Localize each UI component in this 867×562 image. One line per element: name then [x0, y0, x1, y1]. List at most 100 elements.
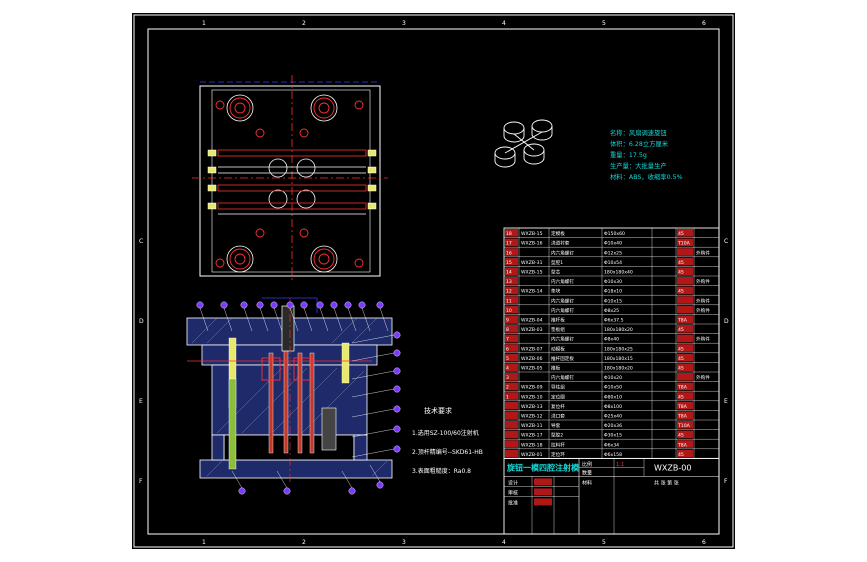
- scale-label: 比例: [582, 461, 592, 468]
- bom-cell: 4: [506, 366, 509, 372]
- zone-number: 2: [302, 539, 306, 546]
- product-info-line: 生产量：大批量生产: [610, 161, 667, 170]
- callout-balloon: [300, 301, 308, 309]
- bom-material-cell: [677, 315, 693, 323]
- bom-cell: Φ8x40: [604, 337, 619, 343]
- bom-cell: WXZB-31: [521, 260, 543, 266]
- zone-letter: D: [724, 318, 729, 325]
- bom-cell: 内六角螺钉: [551, 307, 574, 314]
- zone-letter: C: [724, 238, 728, 245]
- bom-row-index-cell: [505, 277, 518, 285]
- bom-cell: Φ20x36: [604, 423, 622, 429]
- bom-material-cell: [677, 430, 693, 439]
- zone-number: 1: [202, 20, 206, 27]
- bom-row-index-cell: [505, 325, 518, 333]
- bom-cell: 45: [678, 346, 684, 352]
- scale-value: 1:1: [616, 462, 624, 468]
- callout-balloon: [220, 301, 228, 309]
- bom-cell: Φ6x37.5: [604, 318, 624, 324]
- callout-balloon: [330, 301, 338, 309]
- bom-cell: T8A: [677, 442, 688, 448]
- bom-cell: Φ8x25: [604, 308, 619, 314]
- zone-letter: C: [139, 238, 143, 245]
- bom-row-index-cell: [505, 315, 518, 323]
- bom-cell: 导柱组: [551, 384, 565, 391]
- callout-balloon: [344, 301, 352, 309]
- bom-cell: 定位环: [551, 451, 565, 458]
- bom-material-cell: [677, 248, 693, 256]
- mold-top-view: [192, 75, 388, 283]
- sheet-count: 共 张 第 张: [654, 479, 679, 486]
- bom-cell: 动模板: [551, 345, 565, 352]
- product-isometric: [494, 119, 553, 168]
- bom-cell: 浇道衬套: [551, 240, 570, 247]
- bom-material-cell: [677, 440, 693, 448]
- callout-balloon: [256, 301, 264, 309]
- bom-material-cell: [677, 411, 693, 419]
- bom-cell: Φ10x15: [604, 298, 622, 304]
- bom-cell: 13: [506, 279, 512, 285]
- bom-cell: 拉料杆: [551, 441, 565, 448]
- outer-border: [133, 14, 734, 548]
- zone-number: 6: [702, 20, 706, 27]
- zone-number: 4: [502, 20, 506, 27]
- bom-cell: 45: [678, 270, 684, 276]
- bom-row-index-cell: [505, 305, 518, 314]
- bom-cell: WXZB-13: [521, 404, 543, 410]
- product-info-line: 名称：风扇调速旋钮: [610, 128, 667, 137]
- bom-row-index-cell: [505, 286, 518, 295]
- callout-balloon: [393, 349, 401, 357]
- tech-req-item: 3.表面粗糙度：Ra0.8: [412, 467, 471, 475]
- mold-section-view: [186, 297, 401, 495]
- bom-cell: WXZB-09: [521, 385, 543, 391]
- zone-number: 6: [702, 539, 706, 546]
- bom-row-index-cell: [505, 392, 518, 400]
- bom-cell: 内六角螺钉: [551, 374, 574, 381]
- zone-number: 1: [202, 539, 206, 546]
- zone-letter: F: [139, 478, 143, 485]
- bom-cell: 外购件: [696, 297, 710, 304]
- bom-cell: 45: [678, 394, 684, 400]
- bom-row-index-cell: [505, 248, 518, 256]
- bom-cell: 内六角螺钉: [551, 297, 574, 304]
- tech-req-item: 1.选用SZ-100/60注射机: [412, 429, 479, 437]
- bom-row-index-cell: [505, 421, 518, 429]
- bom-material-cell: [677, 238, 693, 247]
- callout-balloon: [196, 301, 204, 309]
- drawing-number: WXZB-00: [654, 463, 691, 472]
- bom-cell: 外购件: [696, 336, 710, 343]
- bom-cell: Φ8x100: [604, 404, 622, 410]
- bom-cell: 推杆固定板: [551, 355, 574, 362]
- bom-row-index-cell: [505, 401, 518, 410]
- signoff-cell: [534, 488, 552, 496]
- bom-cell: 内六角螺钉: [551, 336, 574, 343]
- qty-label: 数量: [582, 469, 592, 476]
- bom-cell: WXZB-16: [521, 241, 543, 247]
- zone-number: 5: [602, 20, 606, 27]
- tech-req-item: 2.顶杆精编号--SKD61-HB: [412, 448, 483, 456]
- bom-cell: 10: [506, 308, 512, 314]
- bom-cell: WXZB-15: [521, 270, 543, 276]
- bom-material-cell: [677, 449, 693, 458]
- bom-cell: 180x180x20: [604, 327, 633, 333]
- bom-cell: Φ150x60: [604, 231, 625, 237]
- bom-cell: 定模板: [551, 230, 565, 237]
- bom-cell: 180x180x15: [604, 356, 633, 362]
- tech-req-title: 技术要求: [424, 406, 452, 415]
- bom-cell: WXZB-05: [521, 366, 543, 372]
- bom-cell: 45: [678, 231, 684, 237]
- bom-cell: Φ10x20: [604, 375, 622, 381]
- callout-balloon: [240, 301, 248, 309]
- bom-cell: 180x180x40: [604, 270, 633, 276]
- bom-row-index-cell: [505, 334, 518, 343]
- bom-material-cell: [677, 392, 693, 400]
- zone-letter: E: [724, 398, 728, 405]
- bom-cell: 型芯: [551, 269, 561, 276]
- bom-cell: 推板: [551, 365, 561, 372]
- bom-material-cell: [677, 325, 693, 333]
- bom-cell: 45: [678, 356, 684, 362]
- bom-material-cell: [677, 305, 693, 314]
- signoff-label: 批准: [508, 499, 518, 506]
- bom-cell: 推杆板: [551, 317, 565, 324]
